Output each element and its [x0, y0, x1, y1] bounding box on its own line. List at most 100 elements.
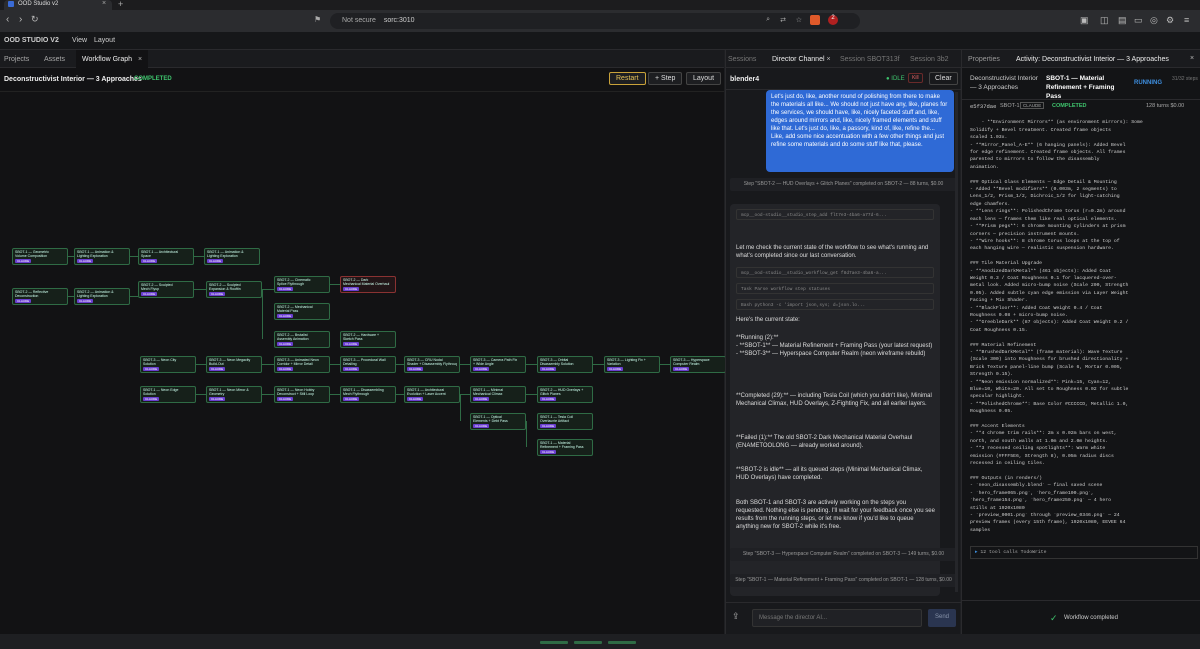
star-icon[interactable]: ☆	[795, 17, 802, 24]
tool-call[interactable]: Task Parse workflow step statuses	[736, 283, 934, 294]
close-tab-icon[interactable]: ×	[102, 0, 107, 7]
tab-workflow-graph[interactable]: Workflow Graph ×	[76, 50, 148, 68]
tab-projects[interactable]: Projects	[4, 56, 30, 63]
attach-icon[interactable]: ⇪	[732, 611, 740, 621]
message-input[interactable]: Message the director AI...	[752, 609, 922, 627]
tool-calls-summary[interactable]: ▸ 12 tool calls TodoWrite	[970, 545, 1198, 559]
breadcrumb-workflow[interactable]: Deconstructivist Interior — 3 Approaches	[970, 75, 1038, 91]
chat-messages[interactable]: Let's just do, like, another round of po…	[726, 90, 961, 598]
layout-button[interactable]: Layout	[686, 72, 722, 85]
chat-scrollbar[interactable]	[955, 92, 958, 592]
search-icon[interactable]: ⌕	[766, 16, 770, 23]
node-model-badge: CLAUDE	[277, 314, 294, 318]
node-title: SBOT-1 — Geometric	[15, 250, 50, 254]
tool-call[interactable]: Bash python3 -c 'import json,sys; d=json…	[736, 299, 934, 310]
node-title: SBOT-2 — HUD Overlays +	[540, 388, 584, 392]
url-bar[interactable]: ⚑ Not secure sorc:3010 ⌕ ⇄ ☆ 2	[314, 13, 860, 29]
reload-icon[interactable]: ↻	[31, 14, 39, 24]
graph-node[interactable]: SBOT-1 — Animation &Lighting Exploration…	[204, 248, 260, 265]
extensions-icon[interactable]: ▣	[1080, 15, 1089, 25]
vpn-icon[interactable]: ◎	[1150, 15, 1158, 25]
graph-edge	[130, 296, 138, 297]
tab-assets[interactable]: Assets	[44, 56, 66, 63]
new-tab-icon[interactable]: +	[118, 0, 124, 9]
graph-edge	[396, 364, 404, 365]
director-header: blender4 ● IDLE Kill Clear	[726, 68, 961, 90]
tool-call[interactable]: mcp__ood-studio__studio_step_add flt7e3-…	[736, 209, 934, 220]
assistant-message: mcp__ood-studio__studio_step_add flt7e3-…	[730, 204, 940, 596]
add-step-button[interactable]: + Step	[648, 72, 683, 85]
node-subtitle: Mechanical Climax	[473, 392, 503, 396]
close-icon[interactable]: ×	[138, 56, 143, 63]
restart-button[interactable]: Restart	[609, 72, 646, 85]
tool-call-text: mcp__ood-studio__studio_workflow_get f8d…	[741, 271, 887, 276]
close-icon[interactable]: ×	[1190, 55, 1195, 62]
clear-button[interactable]: Clear	[929, 72, 958, 85]
node-title: SBOT-2 — Reflective	[15, 290, 49, 294]
browser-tab[interactable]: OOD Studio v2 ×	[4, 0, 112, 10]
node-title: SBOT-1 — Neon Mirror &	[209, 388, 249, 392]
settings-icon[interactable]: ⚙	[1166, 15, 1175, 25]
send-button[interactable]: Send	[928, 609, 956, 627]
sidebar-icon[interactable]: ◫	[1100, 15, 1109, 25]
tab-sessions[interactable]: Sessions	[728, 56, 757, 63]
run-status: COMPLETED	[1052, 103, 1087, 109]
tab-session-2[interactable]: Session 3b2	[910, 56, 949, 63]
tab-session-1[interactable]: Session SBOT313f	[840, 56, 900, 63]
graph-node[interactable]: SBOT-1 — Animation &Lighting Exploration…	[74, 248, 130, 265]
menu-view[interactable]: View	[72, 37, 88, 44]
translate-icon[interactable]: ⇄	[780, 17, 786, 24]
menu-layout[interactable]: Layout	[94, 37, 116, 44]
extension-badge[interactable]: 2	[828, 15, 838, 25]
brave-shield-icon[interactable]	[810, 15, 820, 25]
node-model-badge: CLAUDE	[277, 367, 294, 371]
kill-button[interactable]: Kill	[908, 73, 923, 83]
tab-properties[interactable]: Properties	[968, 56, 1000, 63]
forward-icon[interactable]: ›	[19, 14, 23, 25]
split-icon[interactable]: ▤	[1118, 15, 1127, 25]
back-icon[interactable]: ‹	[6, 14, 10, 25]
tool-call[interactable]: mcp__ood-studio__studio_workflow_get f8d…	[736, 267, 934, 278]
graph-node[interactable]: SBOT-2 — Animation &Lighting Exploration…	[74, 288, 130, 305]
tab-activity[interactable]: Activity: Deconstructivist Interior — 3 …	[1016, 56, 1169, 63]
graph-edge	[194, 256, 204, 257]
tab-director-channel[interactable]: Director Channel ×	[772, 56, 831, 63]
run-row[interactable]: e5f37dae SBOT-1 CLAUDE COMPLETED 128 tur…	[962, 100, 1200, 112]
footer-status: Workflow completed	[1064, 615, 1118, 621]
menu-icon[interactable]: ≡	[1184, 15, 1190, 25]
closing-summary: Both SBOT-1 and SBOT-3 are actively work…	[736, 500, 935, 530]
bookmark-icon[interactable]: ⚑	[314, 15, 322, 24]
wallet-icon[interactable]: ▭	[1134, 15, 1143, 25]
close-icon[interactable]: ×	[826, 56, 831, 63]
